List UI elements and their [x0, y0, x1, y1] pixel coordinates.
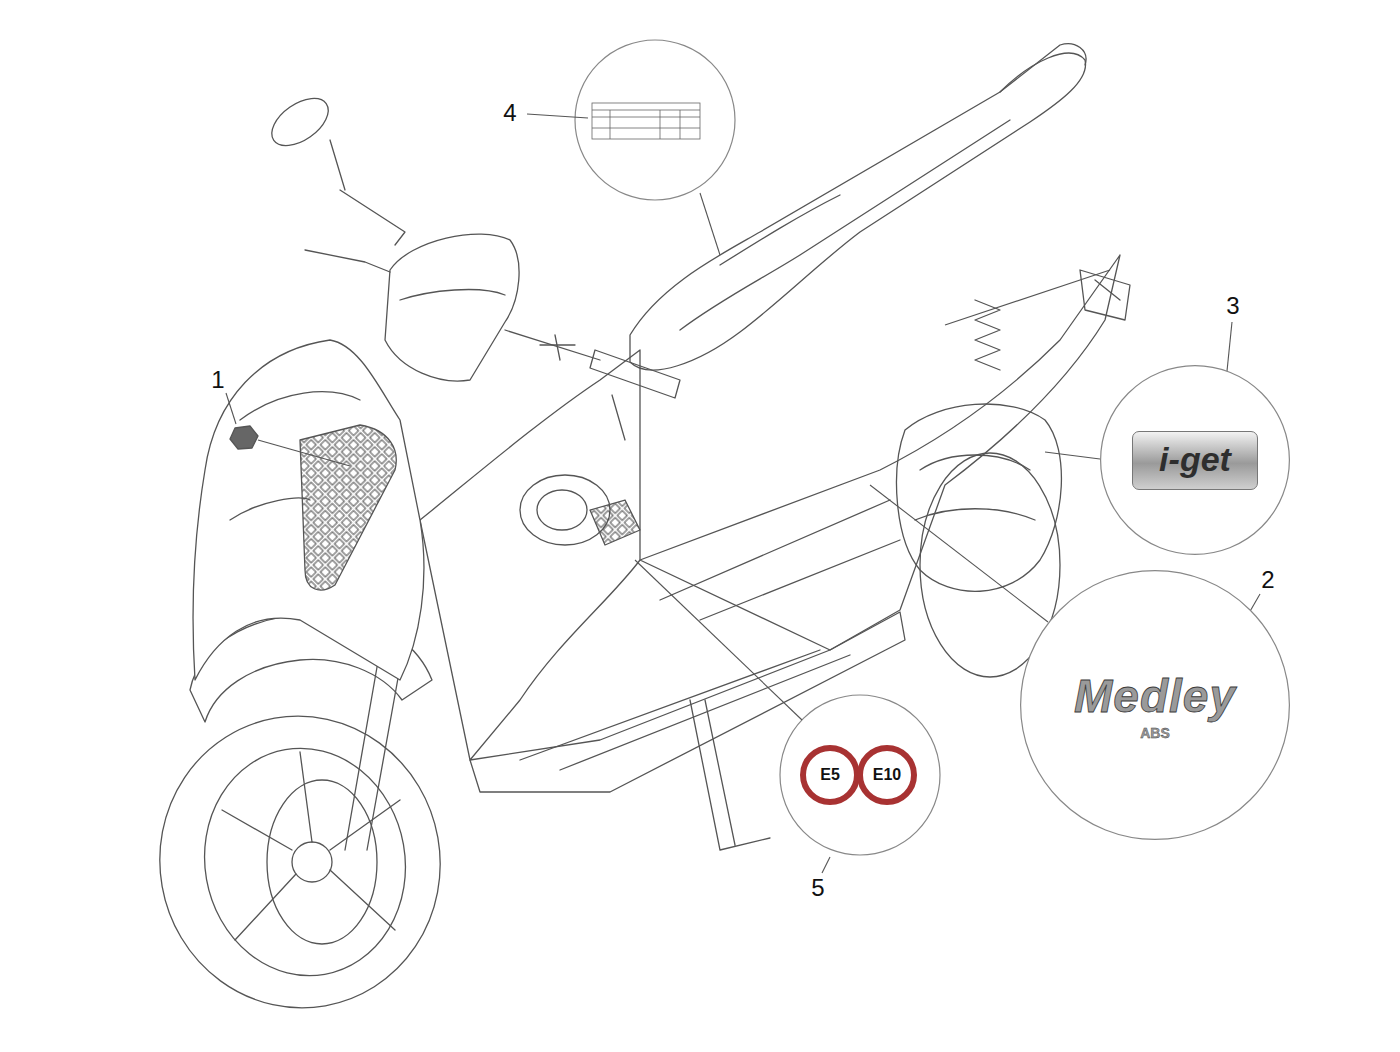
- detail-circle: [780, 695, 940, 855]
- leader-line: [1045, 452, 1100, 459]
- fork: [345, 650, 402, 850]
- cowl-detail: [400, 290, 505, 300]
- callout-number: 2: [1259, 567, 1276, 593]
- detail-circle: E5: [800, 745, 860, 805]
- circle-outline: [803, 748, 857, 802]
- mirror-stem: [340, 190, 405, 245]
- hub: [292, 842, 332, 882]
- fuel-cap: [537, 490, 587, 530]
- detail-circle: [575, 40, 735, 200]
- detail-circle: i-get: [1100, 365, 1290, 555]
- leader-line: [226, 393, 236, 424]
- front-shield: [193, 340, 424, 680]
- side-panel: [640, 255, 1120, 650]
- front-grille: [300, 425, 396, 590]
- seat-back: [1000, 44, 1086, 92]
- spokes: [222, 752, 400, 940]
- detail-circle: E10: [857, 745, 917, 805]
- leader-line: [822, 857, 830, 873]
- brake-lever: [612, 395, 625, 440]
- front-rim: [187, 732, 424, 991]
- right-grip: [590, 350, 680, 398]
- logo-text: i-get: [1132, 431, 1258, 490]
- mirror-arm: [330, 140, 345, 190]
- logo-text: Medley: [1074, 669, 1236, 723]
- front-tire: [137, 694, 463, 1030]
- callout-number: 4: [501, 100, 518, 126]
- ignition: [540, 335, 575, 360]
- circle-outline: [1101, 366, 1290, 555]
- handlebar: [505, 330, 600, 360]
- shield-detail: [230, 392, 360, 520]
- detail-circle: MedleyABS: [1020, 570, 1290, 840]
- callout-number: 3: [1224, 293, 1241, 319]
- callout-number: 1: [209, 367, 226, 393]
- leader-line: [635, 560, 802, 720]
- mirror: [263, 89, 336, 155]
- seat-detail: [680, 120, 1010, 330]
- panel-detail: [660, 500, 900, 620]
- center-stand: [690, 700, 770, 850]
- seat: [630, 53, 1086, 370]
- callout-number: 5: [809, 875, 826, 901]
- front-badge: [230, 426, 258, 449]
- brake-disc: [267, 780, 377, 944]
- leader-line: [870, 485, 1048, 622]
- leader-line: [527, 114, 588, 118]
- label-sticker: [592, 103, 700, 139]
- leader-line: [258, 440, 350, 466]
- circle-outline: [860, 748, 914, 802]
- leader-line: [700, 193, 720, 255]
- headlamp-cowl: [385, 234, 519, 381]
- leader-line: [945, 270, 1110, 325]
- vent: [590, 500, 640, 545]
- circle-outline: [1021, 571, 1290, 840]
- left-lever: [305, 250, 390, 272]
- engine-detail: [915, 455, 1035, 520]
- engine-cover: [897, 404, 1062, 591]
- logo-text: E10: [873, 766, 901, 784]
- sticker-grid: [592, 110, 700, 139]
- logo-text: E5: [820, 766, 840, 784]
- leg-shield: [420, 350, 640, 760]
- floor-detail: [520, 650, 850, 770]
- logo-subtext: ABS: [1140, 725, 1170, 741]
